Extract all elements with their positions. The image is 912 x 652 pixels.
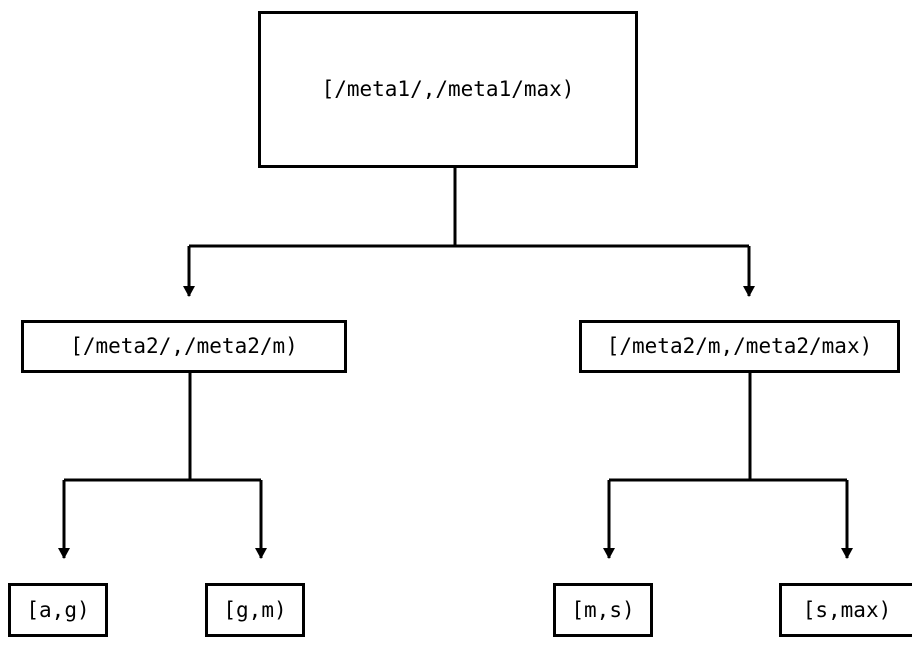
node-leaf-s-max-label: [s,max) bbox=[802, 597, 892, 622]
node-leaf-a-g[interactable]: [a,g) bbox=[8, 583, 108, 637]
node-leaf-s-max[interactable]: [s,max) bbox=[779, 583, 912, 637]
node-leaf-a-g-label: [a,g) bbox=[26, 597, 90, 622]
node-mid-left-label: [/meta2/,/meta2/m) bbox=[70, 334, 298, 358]
node-leaf-m-s-label: [m,s) bbox=[571, 597, 635, 622]
node-mid-right-label: [/meta2/m,/meta2/max) bbox=[606, 334, 873, 358]
node-leaf-g-m-label: [g,m) bbox=[223, 597, 287, 622]
node-leaf-g-m[interactable]: [g,m) bbox=[205, 583, 305, 637]
node-mid-right[interactable]: [/meta2/m,/meta2/max) bbox=[579, 320, 900, 373]
node-root-label: [/meta1/,/meta1/max) bbox=[321, 77, 575, 101]
node-mid-left[interactable]: [/meta2/,/meta2/m) bbox=[21, 320, 347, 373]
node-root[interactable]: [/meta1/,/meta1/max) bbox=[258, 11, 638, 168]
node-leaf-m-s[interactable]: [m,s) bbox=[553, 583, 653, 637]
